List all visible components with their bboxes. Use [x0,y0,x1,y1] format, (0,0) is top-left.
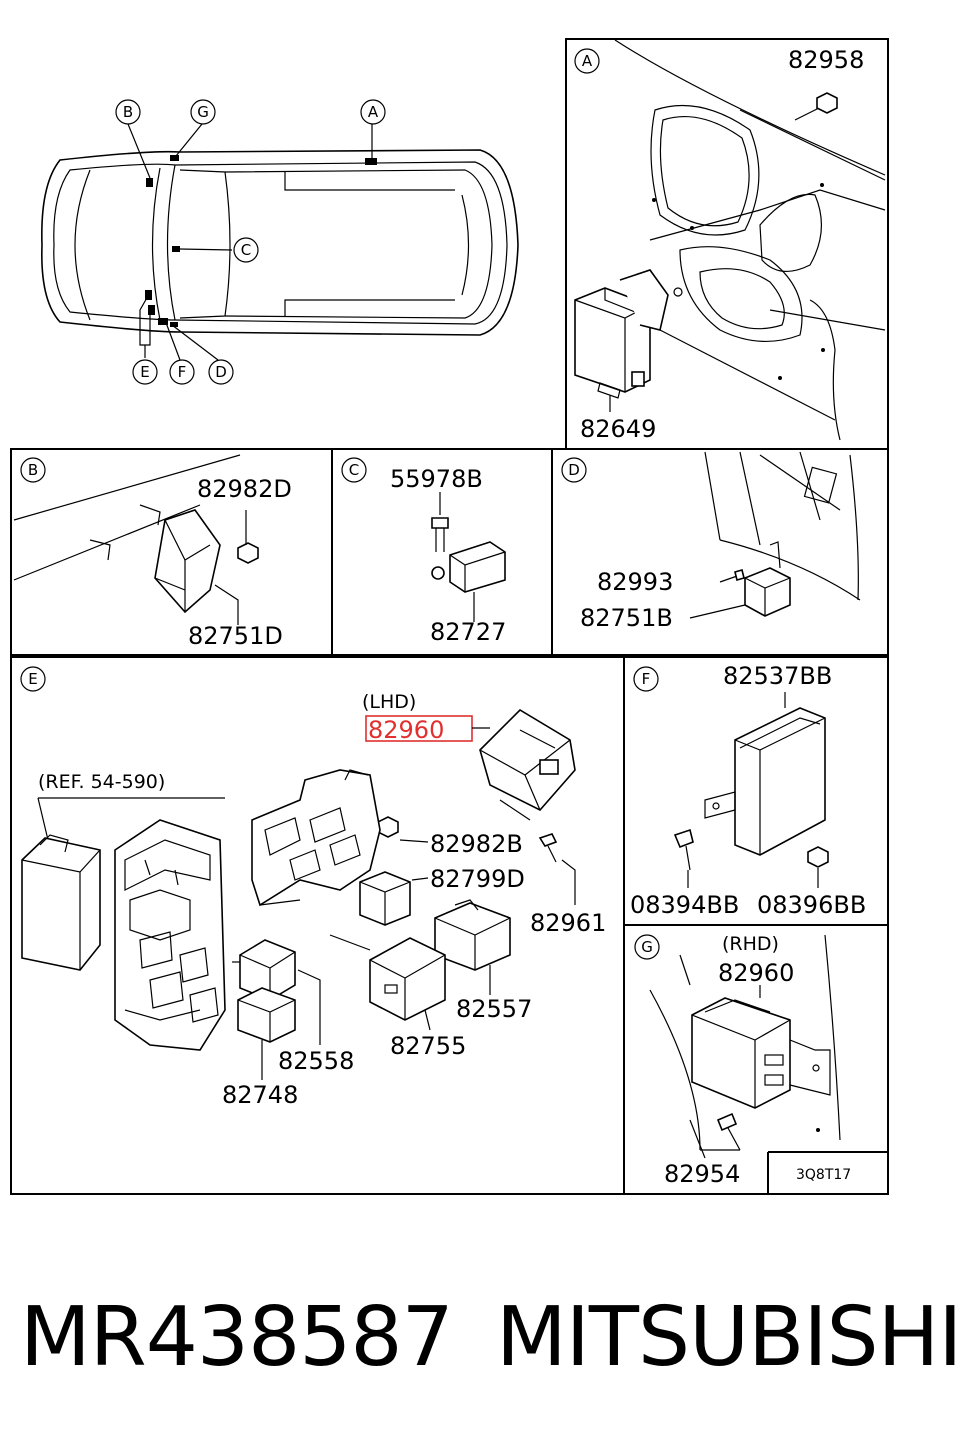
view-a-marker: A [582,52,593,70]
car-marker-b: B [123,103,133,121]
view-f-part-82537bb: 82537BB [723,662,832,690]
view-b-part-82751d: 82751D [188,622,283,650]
view-f-part-08396bb: 08396BB [757,891,866,919]
view-g-part-82960: 82960 [718,959,794,987]
view-a-part-82649: 82649 [580,415,656,443]
view-c-part-55978b: 55978B [390,465,483,493]
view-e-ref-label: (REF. 54-590) [38,771,165,793]
view-e-part-82558: 82558 [278,1047,354,1075]
car-overview: B G A C E F D [41,99,519,385]
view-e-part-82557: 82557 [456,995,532,1023]
view-a-panel: A 82958 82649 [565,38,889,450]
part-number-title: MR438587 [20,1290,454,1385]
view-f-marker: F [642,670,651,688]
view-a-part-82958: 82958 [788,46,864,74]
footer: MR438587 MITSUBISHI [0,1290,960,1400]
brand-title: MITSUBISHI [496,1290,960,1385]
view-e-lhd-label: (LHD) [362,691,416,713]
view-e-part-82748: 82748 [222,1081,298,1109]
view-b-marker: B [28,461,38,479]
car-marker-c: C [241,241,251,259]
drawing-code: 3Q8T17 [796,1167,851,1183]
view-b-panel: B 82982D 82751D [10,448,333,656]
view-d-panel: D 82993 82751B [551,448,889,656]
view-e-part-82961: 82961 [530,909,606,937]
car-marker-f: F [178,363,187,381]
view-e-panel: E (LHD) 82960 (REF. 54-590) 82982B 82799… [10,656,625,1195]
view-f-part-08394bb: 08394BB [630,891,739,919]
view-e-part-82799d: 82799D [430,865,525,893]
car-marker-d: D [215,363,227,381]
view-e-marker: E [28,670,37,688]
parts-diagram: B G A C E F D A 82958 82649 [10,38,889,1195]
view-g-rhd-label: (RHD) [722,933,779,955]
view-d-marker: D [568,461,580,479]
view-g-part-82954: 82954 [664,1160,740,1188]
view-c-part-82727: 82727 [430,618,506,646]
view-d-part-82993: 82993 [597,568,673,596]
view-e-part-82982b: 82982B [430,830,523,858]
view-d-part-82751b: 82751B [580,604,673,632]
view-e-part-82755: 82755 [390,1032,466,1060]
view-f-panel: F 82537BB 08394BB 08396BB [623,656,889,926]
view-c-marker: C [349,461,359,479]
highlighted-part-82960: 82960 [368,716,444,744]
car-marker-g: G [197,103,209,121]
view-b-part-82982d: 82982D [197,475,292,503]
car-marker-a: A [368,103,379,121]
view-g-panel: G (RHD) 82960 82954 3Q8T17 [623,924,889,1195]
car-marker-e: E [140,363,149,381]
view-g-marker: G [641,938,653,956]
view-c-panel: C 55978B 82727 [331,448,553,656]
